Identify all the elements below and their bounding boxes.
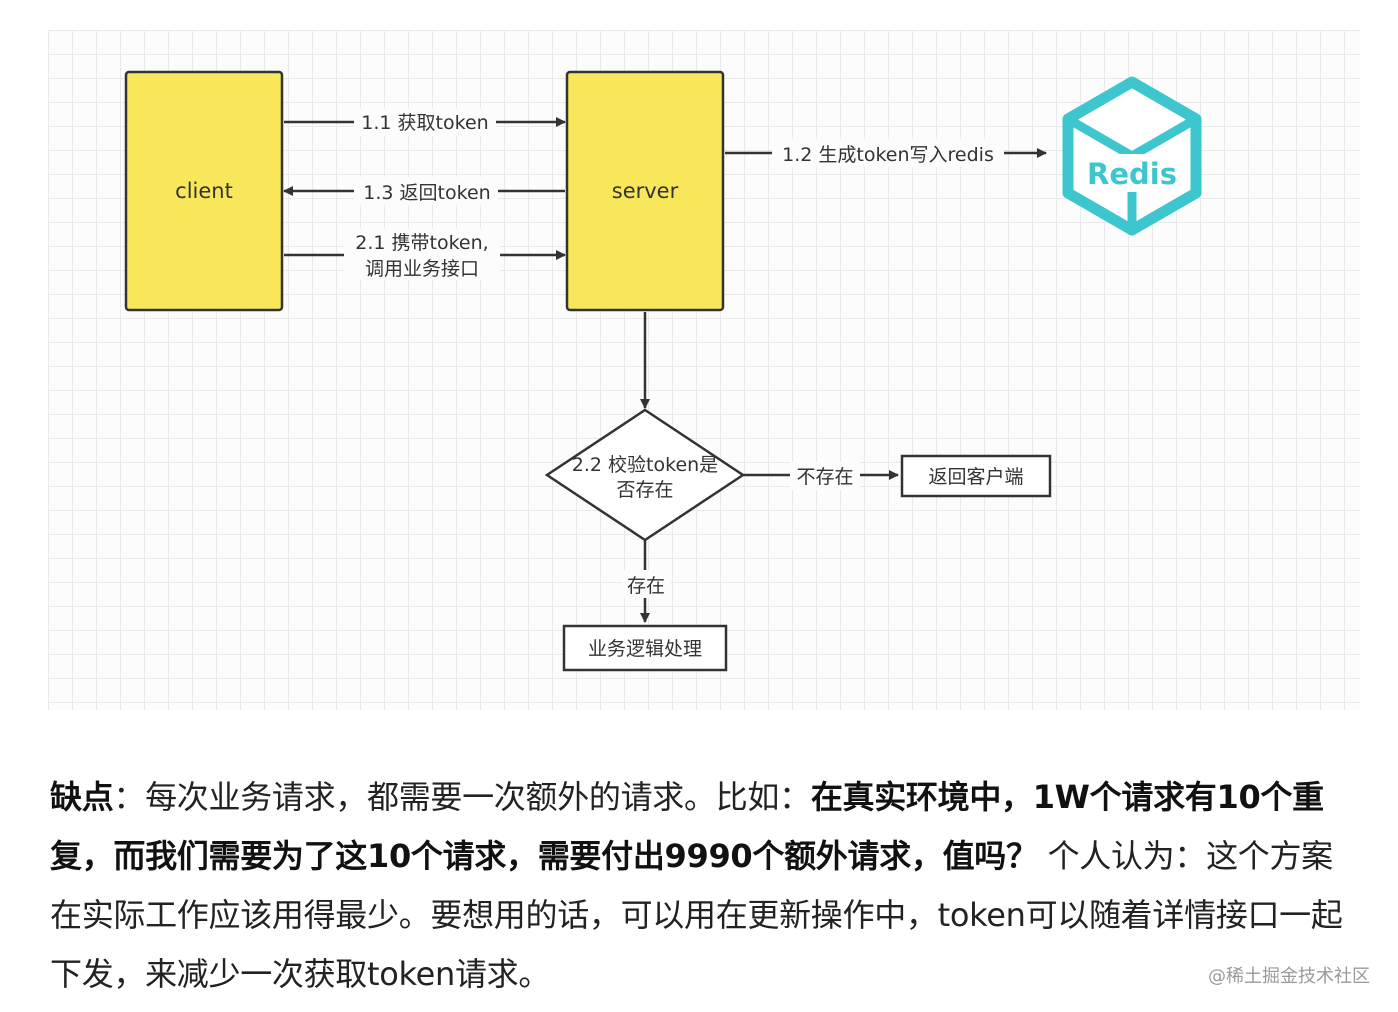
article-paragraph: 缺点：每次业务请求，都需要一次额外的请求。比如：在真实环境中，1W个请求有10个… <box>50 768 1362 1004</box>
decision-label-2: 否存在 <box>616 479 673 501</box>
business-logic-label: 业务逻辑处理 <box>588 638 702 660</box>
decision-label-1: 2.2 校验token是 <box>572 454 718 476</box>
server-label: server <box>612 179 679 203</box>
drawback-emphasis: 在真实环境中，1W个请求有10个重复，而我们需要为了这10个请求，需要付出999… <box>50 778 1324 875</box>
edge-label-get-token: 1.1 获取token <box>361 112 488 134</box>
client-label: client <box>175 179 233 203</box>
edge-label-not-exist: 不存在 <box>796 466 853 488</box>
client-box <box>124 70 284 312</box>
edge-label-carry-token-2: 调用业务接口 <box>365 258 479 280</box>
watermark: @稀土掘金技术社区 <box>1208 966 1370 987</box>
redis-label: Redis <box>1087 157 1177 191</box>
drawback-intro: ：每次业务请求，都需要一次额外的请求。比如： <box>113 778 811 816</box>
edge-label-carry-token-1: 2.1 携带token, <box>355 232 488 254</box>
return-client-label: 返回客户端 <box>928 466 1023 488</box>
edge-label-exist: 存在 <box>627 575 665 597</box>
drawback-opinion: 个人认为：这个方案在实际工作应该用得最少。要想用的话，可以用在更新操作中，tok… <box>50 837 1343 993</box>
flowchart-diagram: client server 1.1 获取token 1.3 返回token 2.… <box>48 30 1360 710</box>
return-client-box <box>900 454 1052 498</box>
server-box <box>565 70 725 312</box>
drawback-label: 缺点 <box>50 778 114 816</box>
edge-label-generate-token: 1.2 生成token写入redis <box>782 144 994 166</box>
flowchart-canvas: client server 1.1 获取token 1.3 返回token 2.… <box>124 70 1202 672</box>
redis-icon: Redis <box>1062 76 1202 236</box>
edge-label-return-token: 1.3 返回token <box>363 182 490 204</box>
business-logic-box <box>562 624 728 672</box>
